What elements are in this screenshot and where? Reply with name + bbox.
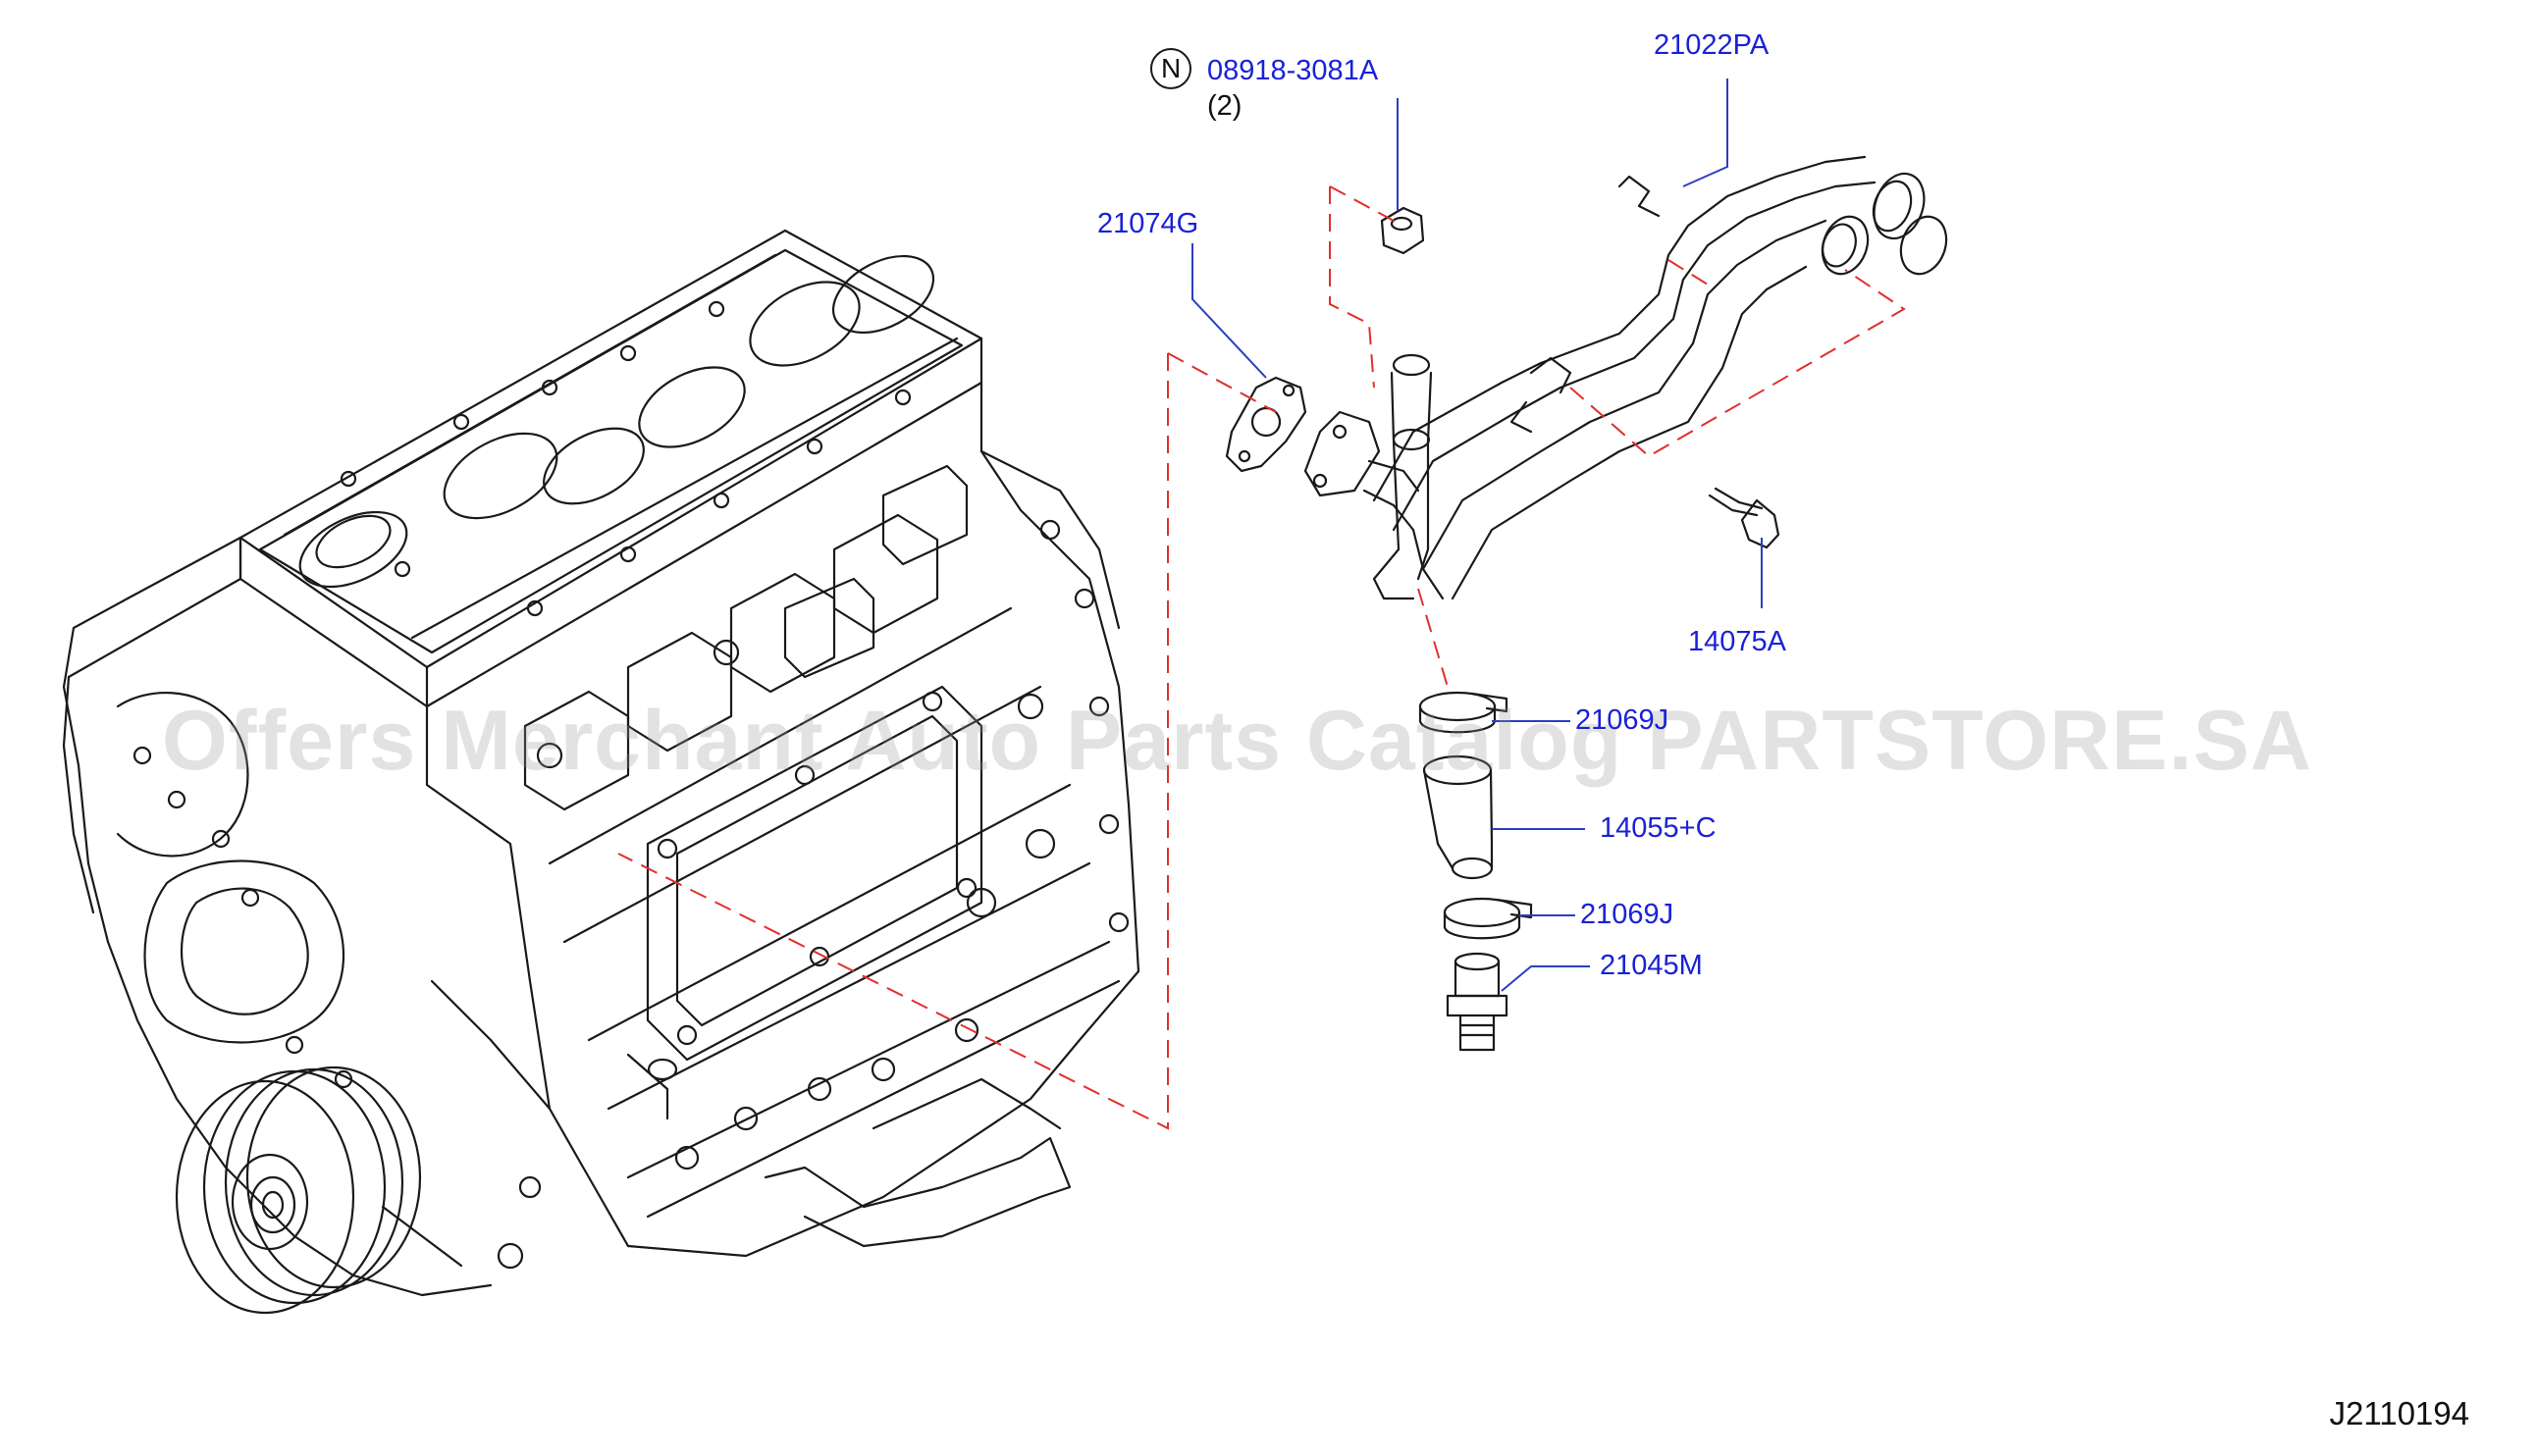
part-label-21069J-lower[interactable]: 21069J	[1580, 899, 1674, 930]
diagram-id: J2110194	[2329, 1395, 2469, 1431]
crank-pulley	[175, 1066, 422, 1315]
notice-symbol	[1150, 48, 1191, 89]
watermark: Offers Merchant Auto Parts Catalog PARTS…	[162, 694, 2312, 788]
part-label-14055C[interactable]: 14055+C	[1600, 812, 1717, 844]
part-label-21074G[interactable]: 21074G	[1097, 208, 1199, 239]
part-label-21069J-upper[interactable]: 21069J	[1575, 704, 1669, 736]
connector-illustration	[1446, 952, 1508, 1052]
water-pipe-illustration	[1303, 155, 1948, 600]
nut-illustration	[1380, 206, 1425, 255]
clamp-lower-illustration	[1443, 897, 1533, 940]
part-label-14075A[interactable]: 14075A	[1688, 626, 1786, 657]
gasket-illustration	[1225, 376, 1307, 473]
part-label-21045M[interactable]: 21045M	[1600, 950, 1703, 981]
engine-block-illustration	[62, 229, 1140, 1315]
bolt-illustration	[1708, 487, 1780, 549]
dashed-construction-lines	[617, 185, 1906, 1130]
part-label-21022PA[interactable]: 21022PA	[1654, 29, 1770, 61]
hose-illustration	[1422, 754, 1494, 880]
clamp-upper-illustration	[1418, 691, 1508, 734]
part-quantity-label: (2)	[1207, 90, 1243, 122]
leader-lines	[1191, 78, 1763, 992]
notice-symbol-letter: N	[1161, 53, 1182, 83]
part-label-08918-3081A[interactable]: 08918-3081A	[1207, 55, 1379, 86]
